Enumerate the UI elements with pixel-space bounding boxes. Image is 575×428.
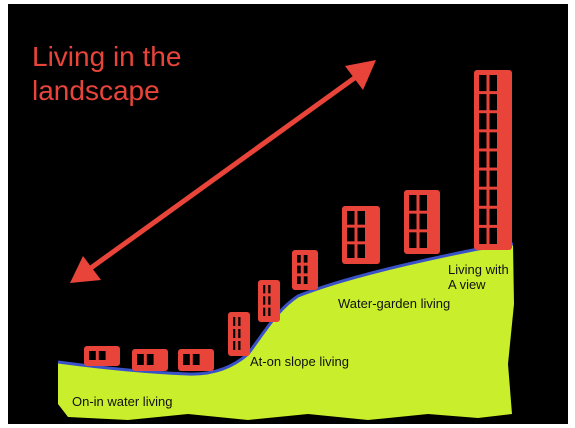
building-window [489, 189, 497, 206]
building-window [347, 244, 355, 258]
building-window [419, 195, 427, 211]
building-block-icon [292, 250, 318, 290]
building-window [479, 208, 487, 225]
label-water-living: On-in water living [72, 394, 173, 409]
title-line-2: landscape [32, 75, 160, 106]
building-window [303, 255, 308, 263]
building-window [238, 341, 241, 350]
building-window [89, 351, 96, 360]
label-garden-living: Water-garden living [338, 296, 451, 311]
building-window [297, 255, 301, 263]
building-block-icon [474, 70, 512, 250]
building-window [479, 75, 487, 92]
building-window [192, 354, 200, 365]
landscape-diagram [57, 60, 514, 420]
building-window [489, 151, 497, 168]
title-line-1: Living in the [32, 41, 182, 72]
label-view-line-2: A view [448, 277, 486, 292]
building-window [489, 170, 497, 187]
building-window [268, 307, 271, 316]
building-window [489, 227, 497, 244]
building-window [479, 189, 487, 206]
building-window [489, 208, 497, 225]
building-block-icon [178, 349, 214, 371]
building-window [268, 285, 271, 294]
building-window [347, 211, 355, 225]
building-block-icon [404, 190, 440, 254]
building-window [489, 113, 497, 130]
building-window [183, 354, 190, 365]
building-window [233, 329, 236, 338]
building-window [479, 113, 487, 130]
building-window [238, 317, 241, 326]
building-window [263, 285, 266, 294]
building-window [268, 296, 271, 305]
building-window [303, 265, 308, 274]
building-window [297, 265, 301, 274]
building-window [479, 227, 487, 244]
building-window [303, 276, 308, 284]
building-window [357, 244, 365, 258]
green-ground [58, 244, 514, 420]
label-slope-living: At-on slope living [250, 354, 349, 369]
slide-panel: Living in the landscape On-in water livi… [8, 4, 568, 424]
building-window [357, 211, 365, 225]
building-window [479, 170, 487, 187]
building-window [357, 227, 365, 242]
building-window [489, 75, 497, 92]
building-window [479, 151, 487, 168]
building-window [233, 317, 236, 326]
building-window [146, 354, 154, 365]
building-block-icon [84, 346, 120, 366]
building-window [409, 232, 417, 248]
building-window [409, 195, 417, 211]
building-window [479, 132, 487, 149]
building-window [479, 94, 487, 111]
building-window [238, 329, 241, 338]
building-window [297, 276, 301, 284]
building-window [137, 354, 144, 365]
building-window [489, 132, 497, 149]
building-window [233, 341, 236, 350]
building-window [419, 213, 427, 230]
building-window [489, 94, 497, 111]
building-block-icon [228, 312, 250, 356]
building-window [419, 232, 427, 248]
building-window [263, 296, 266, 305]
double-arrow-icon [70, 60, 376, 283]
building-block-icon [258, 280, 280, 322]
building-block-icon [342, 206, 380, 264]
buildings-group [84, 70, 512, 371]
label-view-line-1: Living with [448, 262, 509, 277]
building-window [409, 213, 417, 230]
building-window [347, 227, 355, 242]
building-window [98, 351, 106, 360]
building-window [263, 307, 266, 316]
building-block-icon [132, 349, 168, 371]
